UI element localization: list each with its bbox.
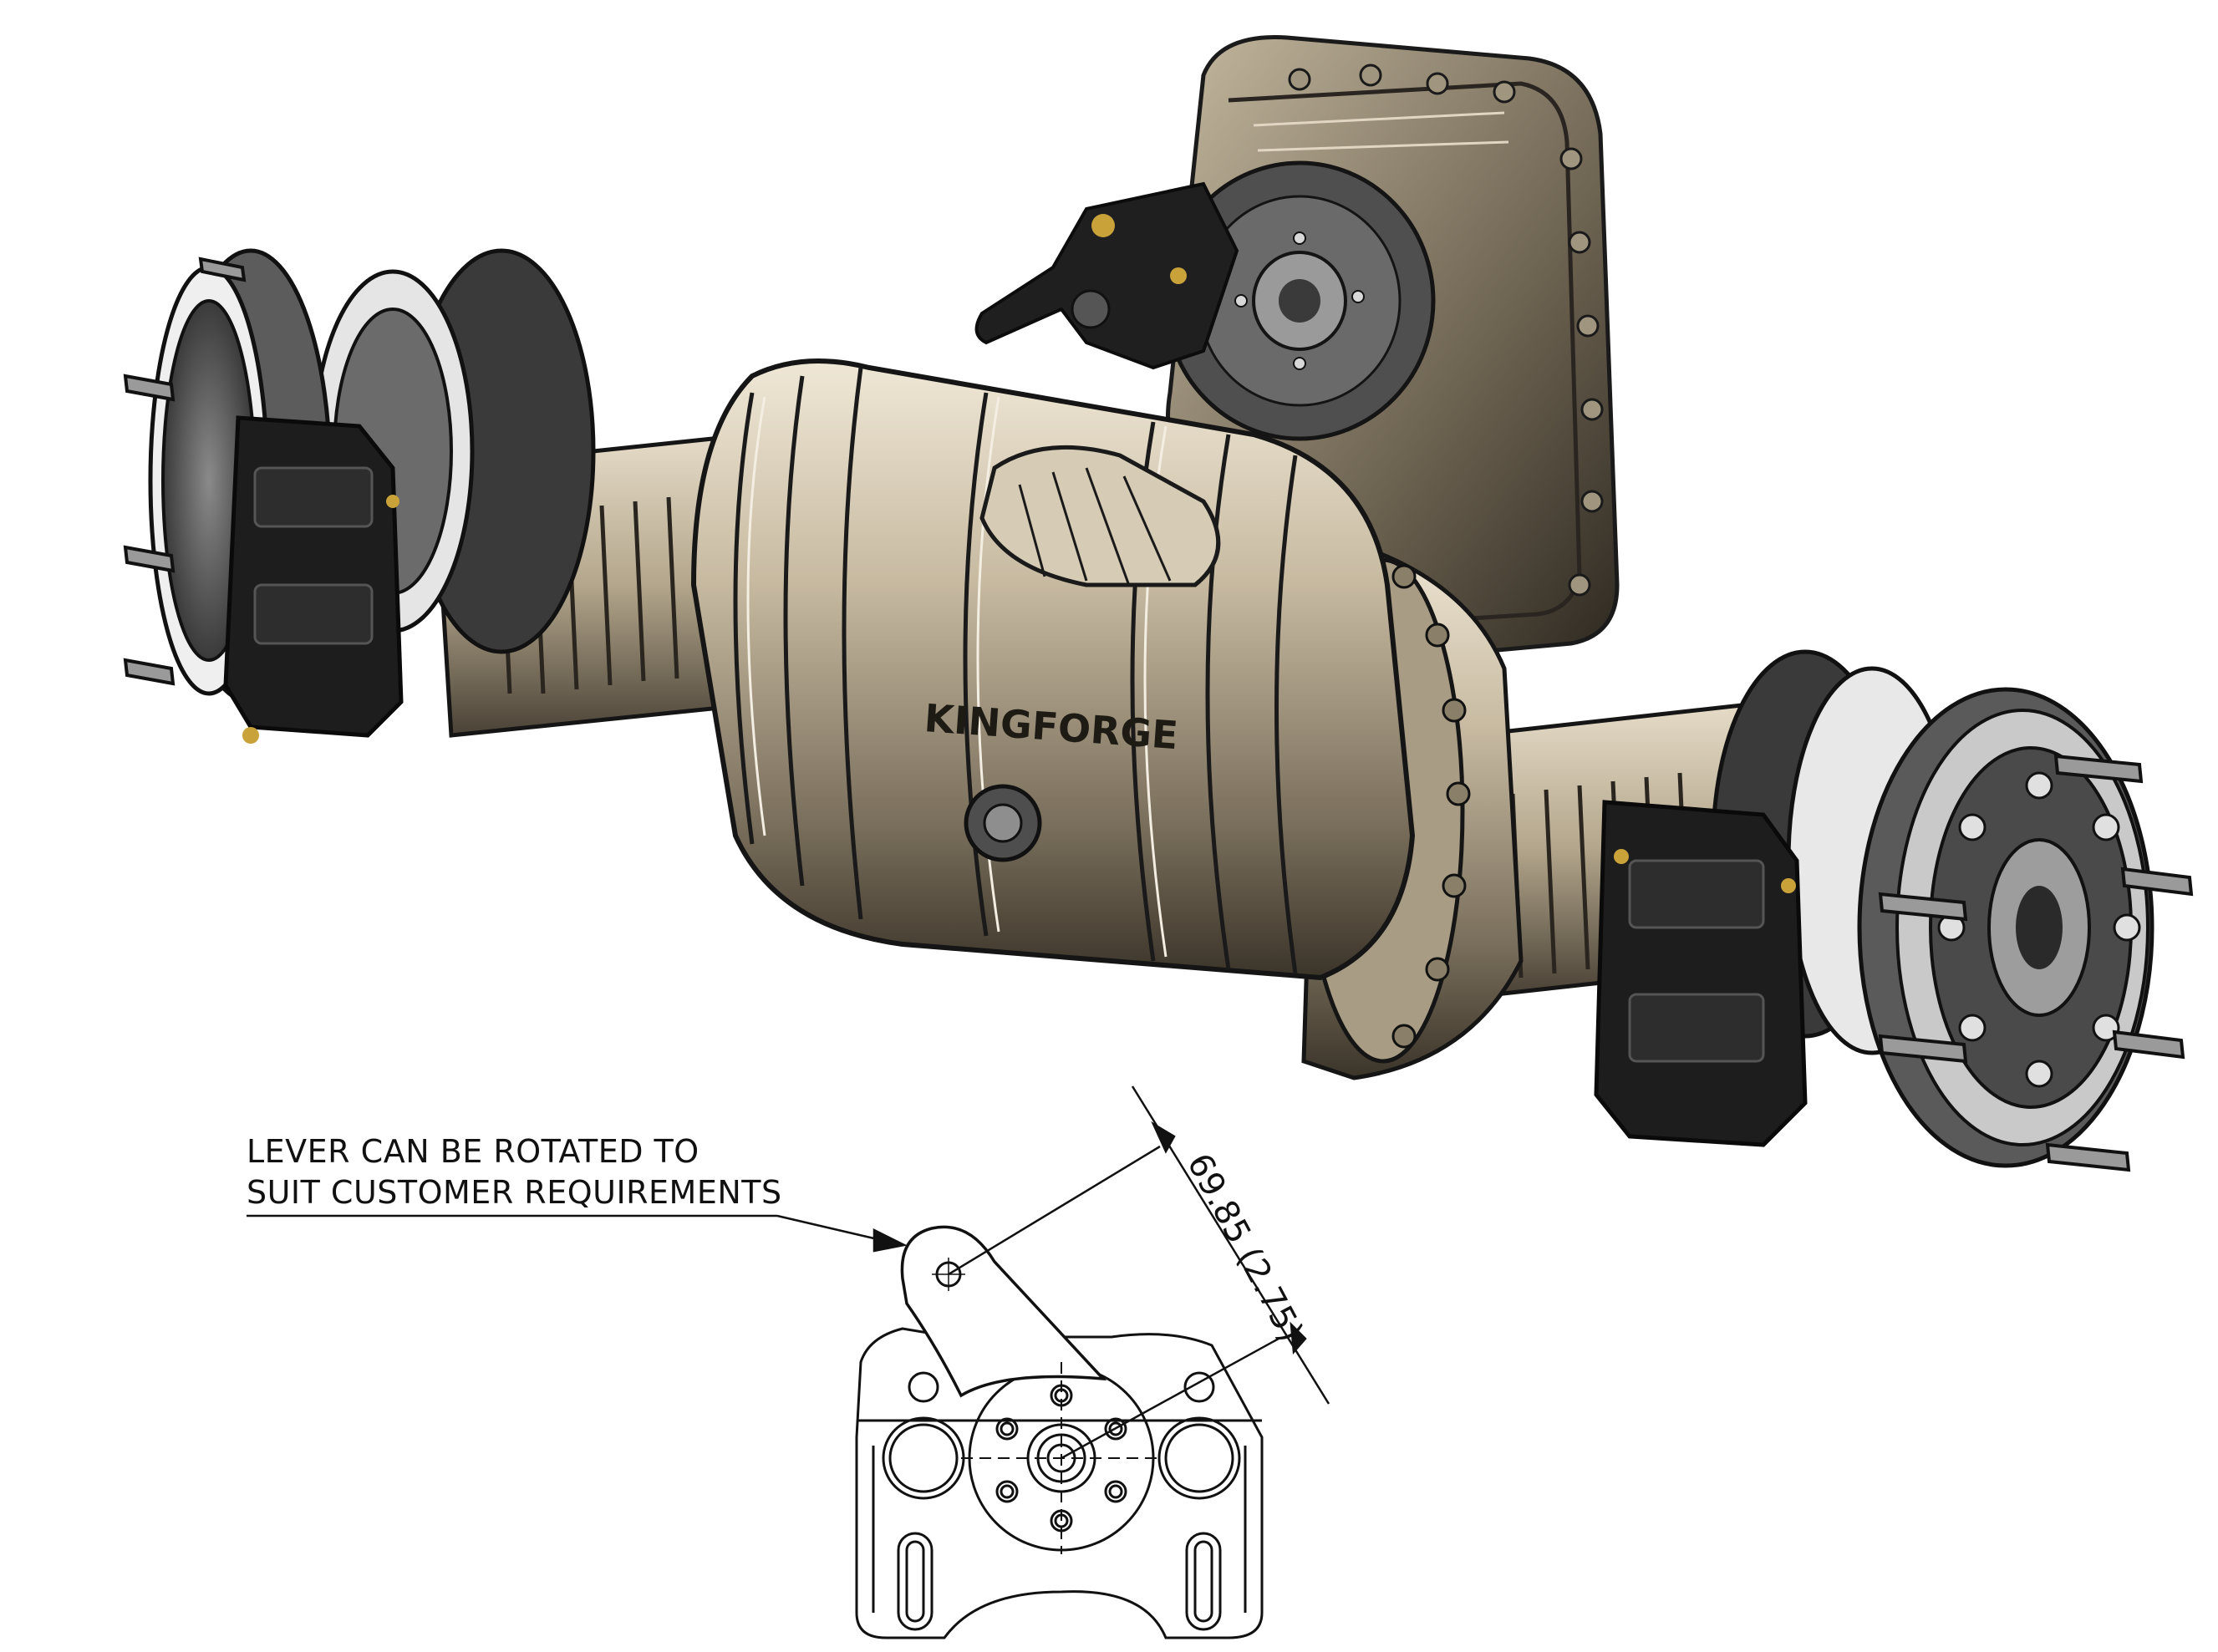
dimension-annotation: [948, 1085, 1330, 1460]
note-line-2: SUIT CUSTOMER REQUIREMENTS: [247, 1174, 782, 1211]
note-leader: [247, 1214, 908, 1253]
left-wheel-end: [123, 248, 596, 744]
note-line-1: LEVER CAN BE ROTATED TO: [247, 1133, 699, 1170]
axle-assembly: KINGFORGE: [123, 35, 2194, 1172]
centre-housing: KINGFORGE: [690, 358, 1416, 981]
right-wheel-end: [1594, 649, 2194, 1172]
caliper-drawing: [855, 1225, 1264, 1639]
dimension-label: 69.85 (2.75): [1179, 1147, 1310, 1348]
